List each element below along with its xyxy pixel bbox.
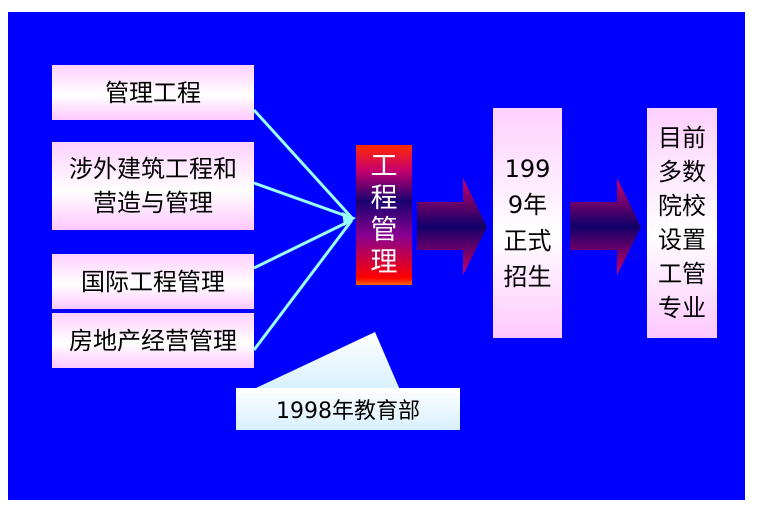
center-box-engineering-management: 工程管理	[356, 145, 412, 285]
center-label: 工程管理	[370, 151, 398, 278]
arrow-right-icon	[417, 178, 487, 275]
source-box-international-engineering: 国际工程管理	[52, 254, 254, 309]
callout-1998-ministry: 1998年教育部	[236, 388, 460, 430]
connector-line	[253, 181, 353, 220]
connector-lines	[252, 108, 354, 351]
step-label: 1999年正式招生	[503, 155, 552, 291]
source-label: 房地产经营管理	[69, 326, 237, 355]
step-box-current-status: 目前多数院校设置工管专业	[647, 108, 717, 338]
source-label: 国际工程管理	[81, 267, 225, 296]
connector-line	[252, 219, 354, 351]
callout-label: 1998年教育部	[276, 399, 420, 424]
callout-pointer	[252, 332, 400, 390]
arrowhead-icon	[342, 212, 356, 226]
connector-line	[252, 108, 354, 220]
source-label: 涉外建筑工程和营造与管理	[69, 155, 237, 217]
source-box-real-estate: 房地产经营管理	[52, 313, 254, 368]
source-label: 管理工程	[105, 78, 201, 107]
arrow-right-icon	[570, 178, 641, 275]
source-box-management-engineering: 管理工程	[52, 65, 254, 120]
step-box-1999-enrollment: 1999年正式招生	[493, 108, 562, 338]
step-label: 目前多数院校设置工管专业	[658, 124, 706, 322]
source-box-foreign-construction: 涉外建筑工程和营造与管理	[52, 142, 254, 230]
connector-line	[253, 218, 353, 270]
